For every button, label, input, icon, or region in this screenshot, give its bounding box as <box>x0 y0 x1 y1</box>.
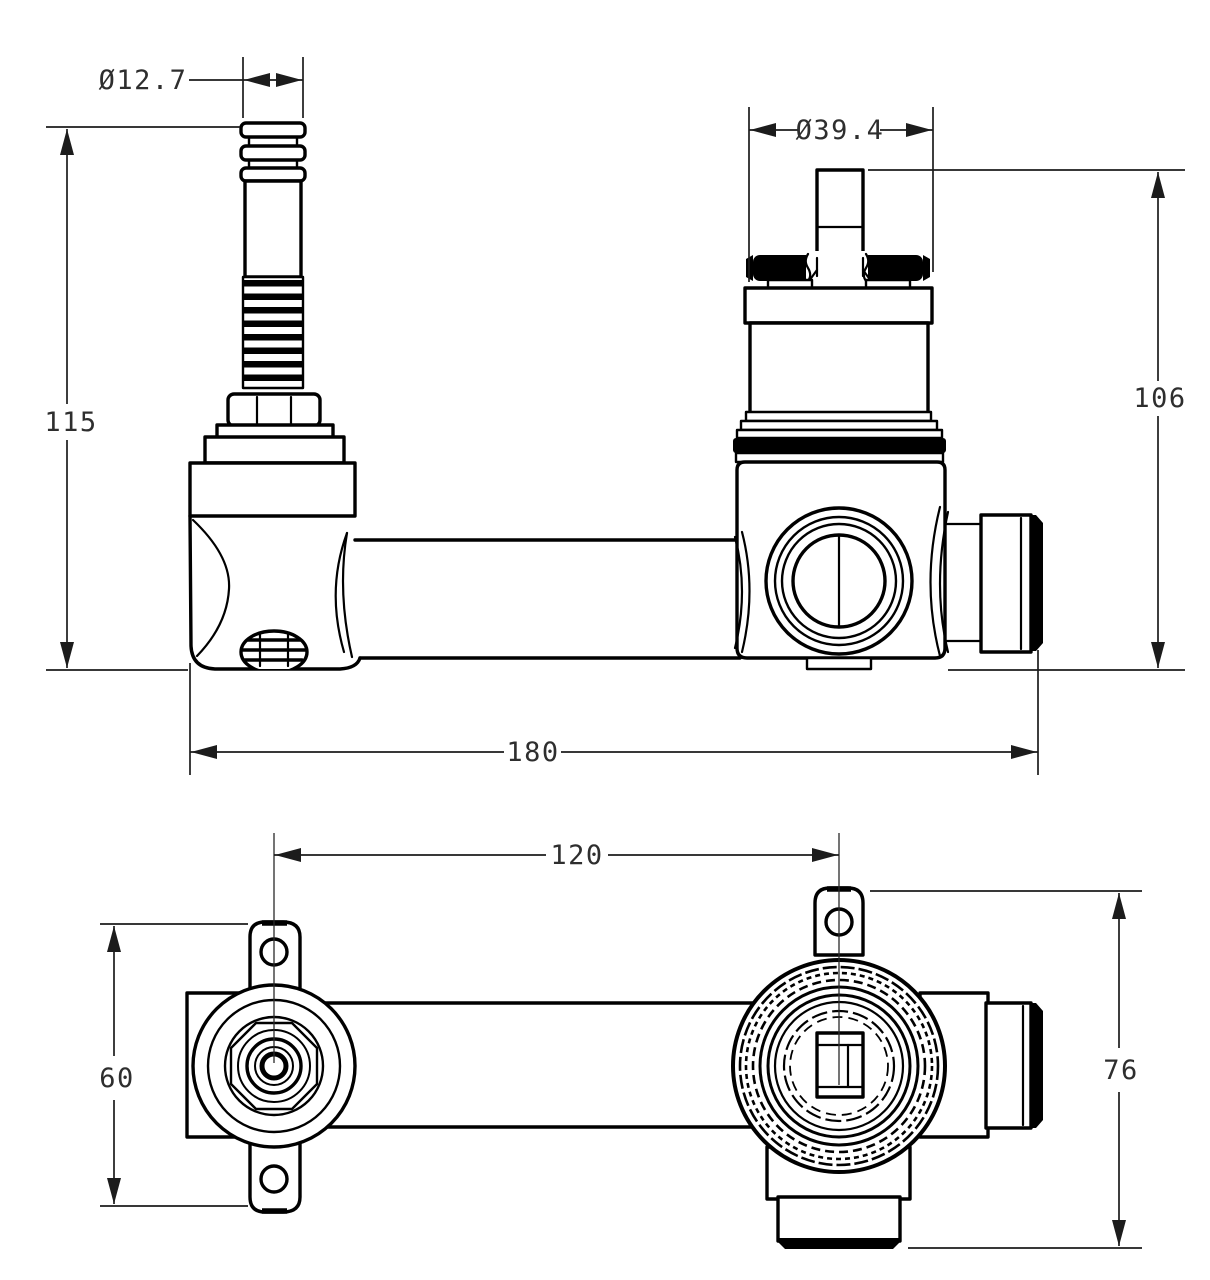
housing-right-fillet-a <box>929 505 942 658</box>
dim-label-flange-height: 60 <box>99 1063 135 1094</box>
housing-left-fillet-a <box>740 530 751 654</box>
dim-length-overall: 180 <box>189 650 1039 775</box>
left-body-fillet-inner <box>341 531 354 659</box>
right-outlet-plan <box>984 1001 1043 1130</box>
bottom-outlet-plan <box>776 1195 902 1249</box>
side-elevation-view: Ø12.7 Ø39.4 115 <box>44 57 1186 775</box>
left-top-mounting-tab <box>248 920 302 992</box>
cartridge-body <box>748 321 930 415</box>
dim-body-height: 76 <box>870 890 1142 1249</box>
plan-view: 120 60 76 <box>99 833 1142 1249</box>
front-port <box>764 506 914 656</box>
dim-label-height-overall: 115 <box>44 407 97 438</box>
dim-centre-distance: 120 <box>274 840 839 871</box>
packing-step-lower <box>203 435 346 465</box>
base-screw <box>239 629 309 669</box>
left-valve-body-side <box>188 461 362 671</box>
spindle-assembly <box>203 121 346 465</box>
spindle-shaft <box>243 179 303 279</box>
left-flange-plan <box>191 983 357 1149</box>
left-body-top <box>188 461 357 518</box>
cartridge-square-socket <box>815 1031 865 1099</box>
dim-label-length-overall: 180 <box>506 737 559 768</box>
dim-spindle-diameter: Ø12.7 <box>99 57 304 118</box>
spindle-hex-nut <box>226 392 322 428</box>
dim-height-cartridge: 106 <box>868 169 1186 671</box>
dim-label-spindle-diameter: Ø12.7 <box>99 65 188 96</box>
left-bottom-mounting-tab <box>248 1140 302 1214</box>
dim-flange-height: 60 <box>99 923 248 1207</box>
left-bottom-tab-hole <box>259 1164 289 1194</box>
spindle-thread <box>241 275 305 390</box>
left-body-waist-curve <box>191 518 231 658</box>
valve-barrel-side <box>353 538 744 660</box>
dim-label-centre-distance: 120 <box>550 840 603 871</box>
dim-label-cartridge-diameter: Ø39.4 <box>796 115 885 146</box>
spindle-spline-ribs <box>239 121 307 183</box>
housing-base-lug <box>805 656 873 671</box>
left-body-outline <box>188 514 362 671</box>
cartridge-stem <box>815 168 865 260</box>
dim-label-body-height: 76 <box>1103 1055 1139 1086</box>
housing-seal-ring <box>733 438 946 453</box>
side-outlet <box>943 513 1043 654</box>
dim-label-height-cartridge: 106 <box>1133 383 1186 414</box>
left-body-fillet-outer <box>334 531 349 654</box>
dim-cartridge-diameter: Ø39.4 <box>748 107 934 282</box>
dim-height-overall: 115 <box>44 126 240 671</box>
cartridge-top-flange <box>743 286 934 325</box>
housing-right-fillet-b <box>938 510 950 654</box>
cartridge-assembly-side <box>733 168 1043 671</box>
cartridge-step-rings <box>735 410 944 440</box>
housing-left-fillet-b <box>733 535 744 650</box>
cartridge-collar <box>746 251 930 290</box>
